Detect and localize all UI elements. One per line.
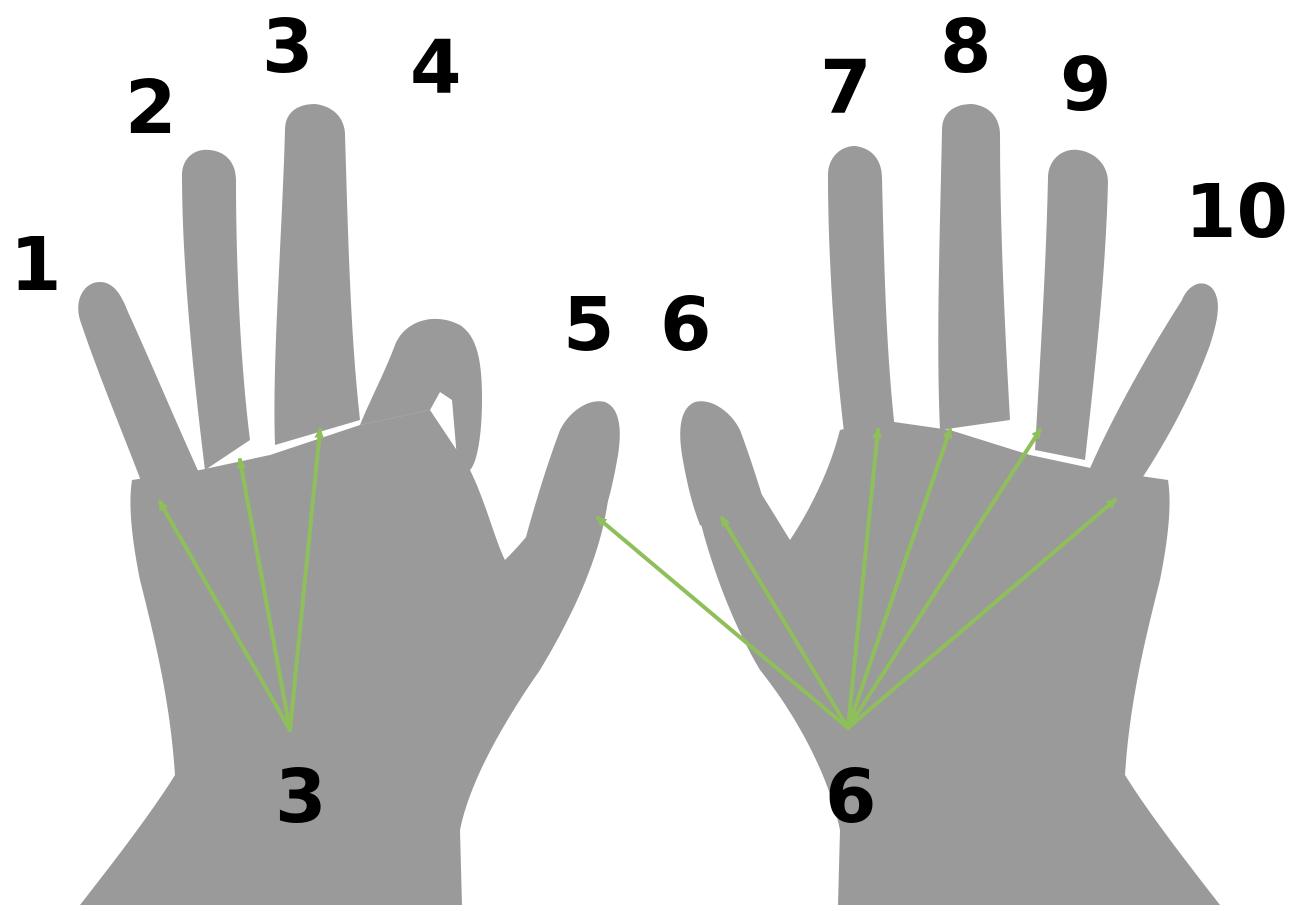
left-finger-3 [274, 104, 360, 445]
right-finger-9 [1035, 149, 1108, 460]
arrow-left-2 [236, 458, 292, 732]
right-finger-10 [1085, 283, 1218, 510]
finger-label-10: 10 [1185, 169, 1288, 255]
right-finger-6 [680, 401, 780, 560]
arrow-left-1 [158, 500, 292, 732]
right-palm [690, 410, 1220, 905]
left-hand [78, 104, 620, 905]
finger-label-7: 7 [820, 45, 872, 131]
finger-label-4: 4 [410, 25, 462, 111]
finger-label-5: 5 [563, 282, 615, 368]
arrow-right-8 [846, 428, 953, 730]
finger-label-1: 1 [10, 222, 62, 308]
arrow-right-9 [846, 428, 1042, 730]
finger-label-8: 8 [940, 4, 992, 90]
finger-label-2: 2 [125, 65, 177, 151]
right-finger-8 [938, 104, 1010, 430]
finger-label-3: 3 [262, 4, 314, 90]
finger-label-6: 6 [660, 282, 712, 368]
arrow-right-6 [720, 516, 850, 730]
arrow-right-7 [846, 428, 883, 730]
left-arrows [158, 428, 325, 732]
left-finger-1 [78, 282, 200, 505]
finger-label-9: 9 [1060, 42, 1112, 128]
arrow-right-10 [846, 498, 1117, 730]
right-palm-label: 6 [825, 754, 877, 840]
left-finger-4 [360, 318, 482, 470]
right-finger-7 [828, 146, 895, 440]
arrow-left-3 [288, 428, 325, 732]
left-palm [80, 410, 608, 905]
left-palm-label: 3 [275, 754, 327, 840]
left-finger-2 [182, 149, 250, 471]
arrow-right-5 [596, 516, 850, 730]
finger-labels: 1 2 3 4 5 6 7 8 9 10 [10, 4, 1288, 368]
right-arrows [596, 428, 1117, 730]
palm-labels: 3 6 [275, 754, 877, 840]
right-hand [680, 104, 1220, 905]
left-finger-5 [520, 401, 620, 560]
